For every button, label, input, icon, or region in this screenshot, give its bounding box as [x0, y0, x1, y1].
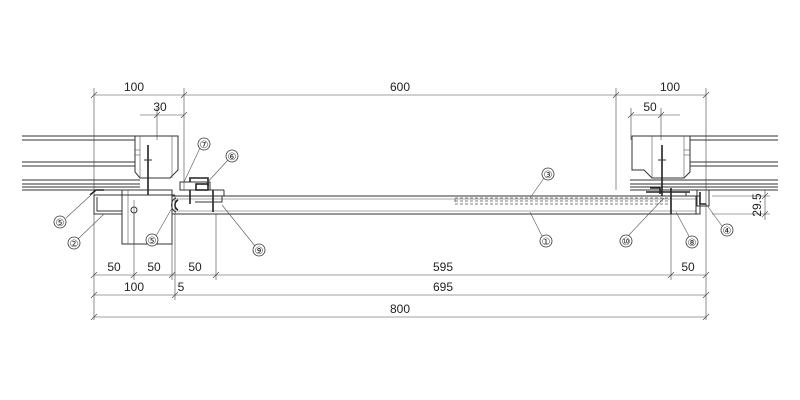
- callout-9: ⑨: [252, 243, 266, 257]
- svg-text:④: ④: [723, 226, 732, 237]
- svg-text:⑥: ⑥: [228, 152, 237, 163]
- dim-bottom-50-c: 50: [188, 260, 202, 274]
- callout-2: ②: [67, 236, 81, 250]
- callout-3: ③: [541, 167, 555, 181]
- right-latch-detail: [646, 187, 710, 280]
- callout-5-center: ⑤: [145, 233, 159, 247]
- bottom-dimensions: 50 50 50 595 50 100 5 695 800: [90, 214, 710, 321]
- dim-right-29-5: 29.5: [750, 193, 764, 217]
- svg-text:②: ②: [70, 239, 79, 250]
- dim-top-600: 600: [390, 80, 410, 94]
- left-ceiling-boards: [22, 135, 140, 191]
- dim-bottom-100: 100: [124, 280, 144, 294]
- callout-8: ⑧: [685, 235, 699, 249]
- dim-bottom-50-d: 50: [681, 260, 695, 274]
- left-latch-detail: [171, 177, 225, 300]
- callout-5-left: ⑤: [53, 215, 67, 229]
- dim-bottom-50-b: 50: [147, 260, 161, 274]
- dim-top-right-100: 100: [660, 80, 680, 94]
- dim-bottom-695: 695: [433, 280, 453, 294]
- callouts: ⑤ ② ⑤ ⑦ ⑥ ⑨ ③ ①: [53, 137, 734, 257]
- callout-6: ⑥: [225, 149, 239, 163]
- callout-1: ①: [539, 234, 553, 248]
- main-panel: [171, 195, 701, 215]
- callout-10: ⑩: [619, 234, 633, 248]
- svg-text:①: ①: [542, 237, 551, 248]
- svg-text:⑨: ⑨: [255, 246, 264, 257]
- right-joist: [631, 135, 691, 196]
- dim-bottom-50-a: 50: [107, 260, 121, 274]
- right-vertical-dimension: 29.5: [712, 190, 770, 220]
- callout-4: ④: [720, 223, 734, 237]
- dim-top-right-50: 50: [643, 100, 657, 114]
- dim-bottom-595: 595: [433, 260, 453, 274]
- svg-text:⑩: ⑩: [622, 237, 631, 248]
- callout-7: ⑦: [197, 137, 211, 151]
- leader-lines: [65, 147, 723, 247]
- dim-bottom-5: 5: [178, 280, 185, 294]
- svg-text:③: ③: [544, 170, 553, 181]
- svg-text:⑤: ⑤: [148, 236, 157, 247]
- svg-text:⑤: ⑤: [56, 218, 65, 229]
- dim-bottom-800: 800: [390, 302, 410, 316]
- dim-top-left-30: 30: [153, 100, 167, 114]
- left-joist: [121, 135, 179, 245]
- right-ceiling-boards: [630, 135, 778, 191]
- svg-text:⑧: ⑧: [688, 238, 697, 249]
- svg-text:⑦: ⑦: [200, 140, 209, 151]
- left-channel: [89, 189, 175, 215]
- dim-top-left-100: 100: [124, 80, 144, 94]
